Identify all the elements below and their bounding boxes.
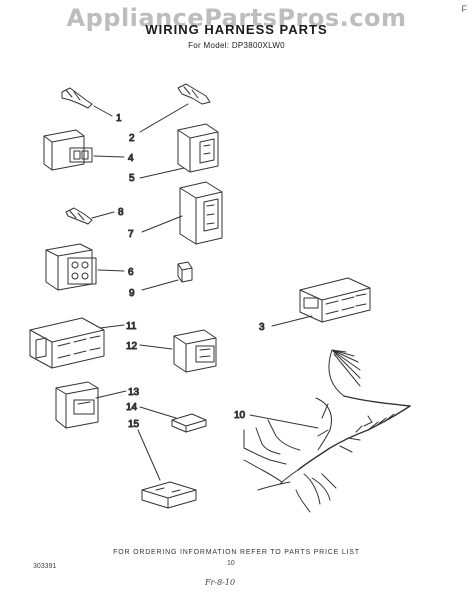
diagram-title: WIRING HARNESS PARTS (145, 22, 328, 37)
part-1-terminal (61, 87, 93, 109)
callout-9: 9 (129, 288, 135, 299)
callout-1: 1 (116, 113, 122, 124)
part-4-connector (43, 129, 93, 171)
part-14-block (171, 413, 207, 433)
callout-3: 3 (259, 322, 265, 333)
leader-line-4 (93, 155, 125, 158)
callout-13: 13 (128, 387, 140, 398)
part-12-connector (173, 329, 217, 373)
leader-line-5 (139, 167, 185, 179)
callout-11: 11 (126, 321, 137, 332)
leader-line-12 (139, 344, 173, 350)
part-6-connector (45, 243, 97, 291)
part-13-connector (55, 381, 99, 429)
signature-mark: Fr-8-10 (205, 578, 236, 587)
part-8-terminal (65, 207, 93, 225)
part-11-connector (29, 317, 105, 369)
callout-5: 5 (129, 173, 135, 184)
leader-line-9 (141, 279, 179, 291)
callout-12: 12 (126, 341, 138, 352)
callout-4: 4 (128, 153, 134, 164)
drawing-id: 303391 (33, 563, 57, 570)
callout-7: 7 (128, 229, 134, 240)
leader-line-10 (249, 414, 319, 429)
part-3-connector (299, 277, 371, 323)
callout-2: 2 (129, 133, 135, 144)
leader-line-1 (93, 105, 113, 117)
leader-line-3 (271, 315, 313, 327)
watermark-text: AppliancePartsPros.com (66, 4, 407, 32)
leader-line-7 (141, 215, 183, 233)
callout-10: 10 (234, 410, 246, 421)
part-7-connector (179, 181, 223, 245)
corner-mark: F (461, 4, 468, 14)
callout-15: 15 (128, 419, 140, 430)
leader-line-2 (139, 103, 189, 133)
leader-line-15 (137, 429, 161, 481)
leader-line-11 (99, 324, 125, 329)
leader-line-8 (91, 211, 115, 219)
leader-line-13 (95, 390, 127, 399)
page-number: 10 (227, 560, 235, 567)
callout-8: 8 (118, 207, 124, 218)
part-9-clip (177, 261, 193, 283)
leader-line-6 (97, 269, 125, 272)
part-2-terminal (177, 83, 211, 105)
callout-6: 6 (128, 267, 134, 278)
ordering-note: FOR ORDERING INFORMATION REFER TO PARTS … (113, 549, 360, 556)
part-15-insulator (141, 481, 197, 509)
part-5-connector (177, 123, 219, 173)
leader-line-14 (139, 406, 177, 419)
part-10-harness (243, 349, 411, 513)
model-subtitle: For Model: DP3800XLW0 (188, 41, 285, 50)
callout-14: 14 (126, 402, 138, 413)
